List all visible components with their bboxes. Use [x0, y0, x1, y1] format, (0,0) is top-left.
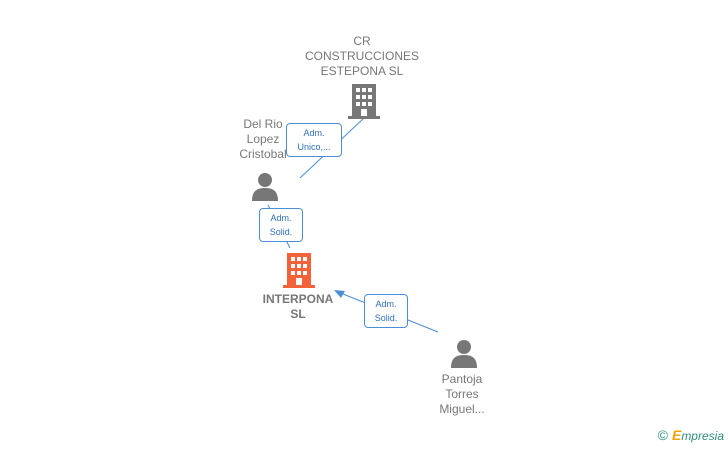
edge-label-adm-unico[interactable]: Adm. Unico,... — [286, 123, 342, 157]
brand-name: Empresia — [671, 426, 724, 443]
building-main-icon[interactable] — [283, 252, 315, 288]
person-icon[interactable] — [250, 171, 280, 201]
edge-label-adm-solid-1[interactable]: Adm. Solid. — [259, 208, 303, 242]
brand-logo: © Empresia — [658, 426, 724, 444]
node-label-cr-construcciones[interactable]: CR CONSTRUCCIONES ESTEPONA SL — [304, 34, 419, 78]
node-label-del-rio[interactable]: Del Rio Lopez Cristobal — [239, 117, 287, 161]
node-label-interpona[interactable]: INTERPONA SL — [262, 292, 334, 321]
copyright-symbol: © — [657, 427, 668, 443]
person-icon[interactable] — [449, 338, 479, 368]
arrow-head-interpona — [334, 290, 345, 298]
node-label-pantoja[interactable]: Pantoja Torres Miguel... — [439, 372, 485, 416]
building-icon[interactable] — [348, 83, 380, 119]
edge-label-adm-solid-2[interactable]: Adm. Solid. — [364, 294, 408, 328]
